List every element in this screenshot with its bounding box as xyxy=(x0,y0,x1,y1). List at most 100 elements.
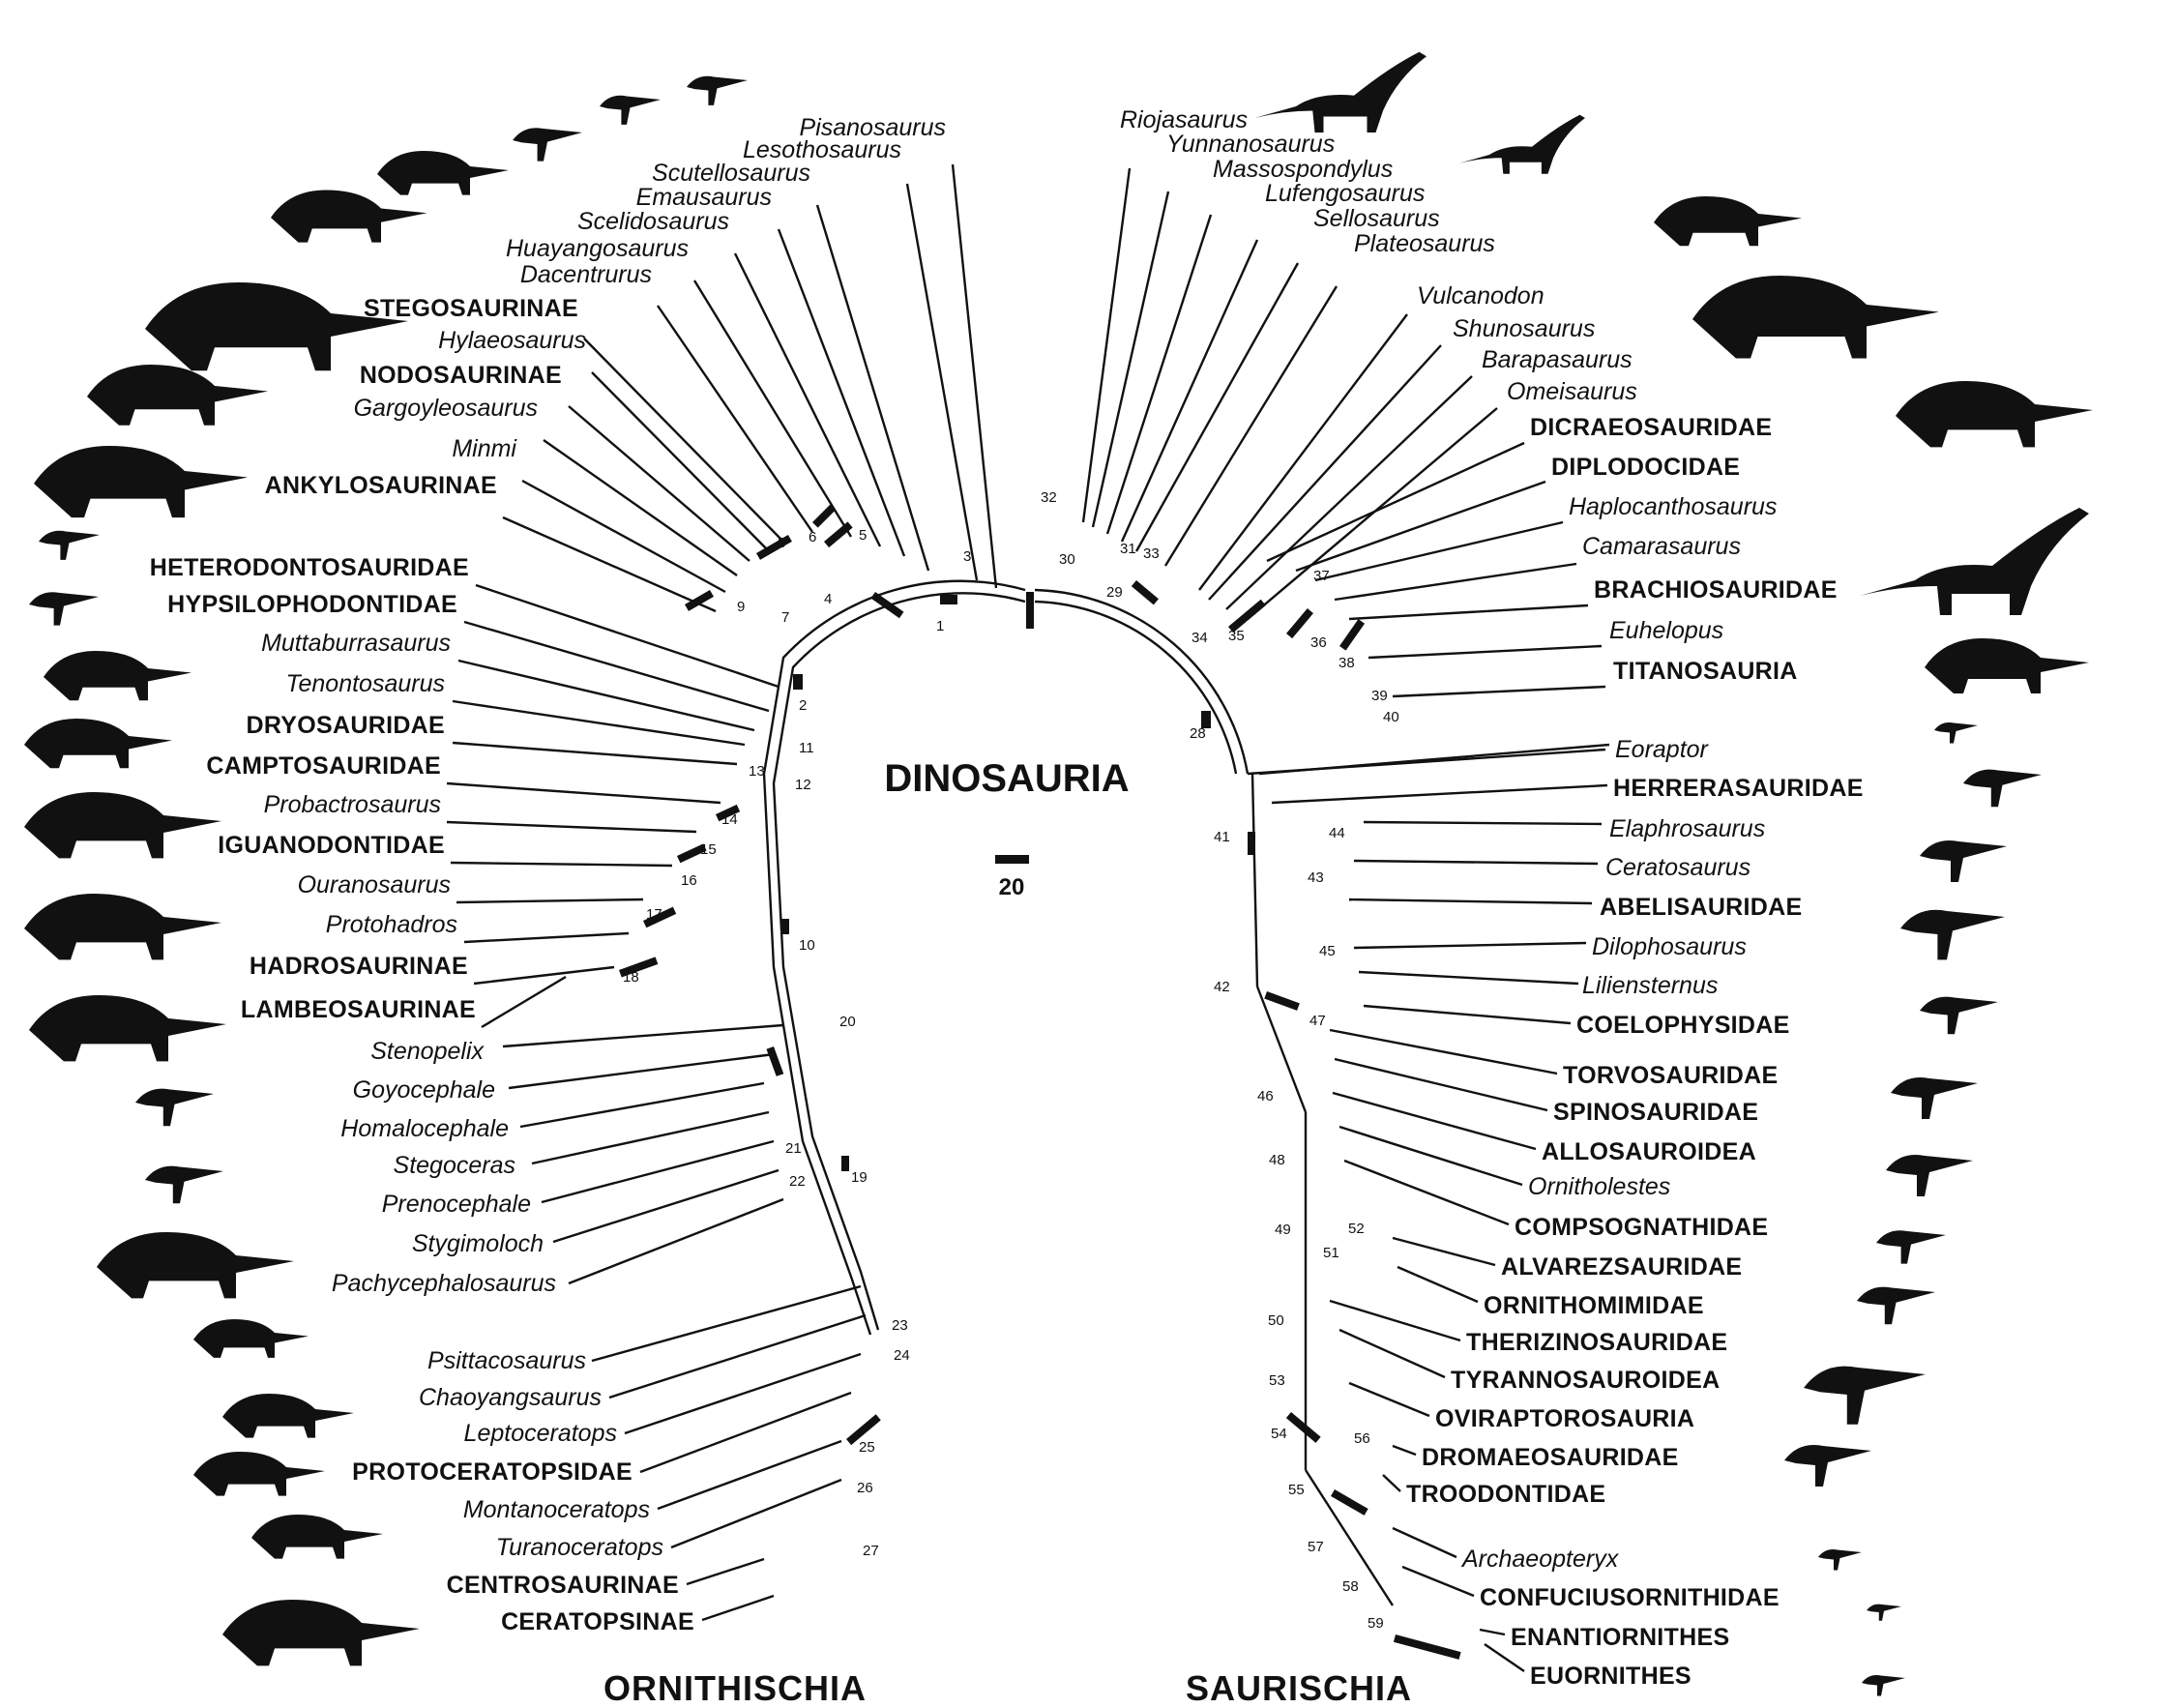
terminal-branch xyxy=(1339,1125,1523,1187)
node-number: 1 xyxy=(936,618,944,634)
stem-branch xyxy=(1255,986,1308,1113)
node-number: 58 xyxy=(1342,1578,1359,1595)
taxon-label: Barapasaurus xyxy=(1482,346,1633,373)
taxon-label: Hylaeosaurus xyxy=(438,327,586,354)
internode-bar xyxy=(1264,991,1300,1011)
node-number: 5 xyxy=(859,527,867,544)
node-number: 57 xyxy=(1308,1539,1324,1555)
scale-bar-label: 20 xyxy=(999,874,1025,900)
taxon-label: ABELISAURIDAE xyxy=(1600,894,1802,921)
node-number: 45 xyxy=(1319,943,1336,959)
taxon-label: ALLOSAUROIDEA xyxy=(1542,1138,1756,1165)
node-number: 35 xyxy=(1228,628,1245,644)
stem-branch xyxy=(1247,748,1606,776)
taxon-label: STEGOSAURINAE xyxy=(364,295,578,322)
node-bar-1 xyxy=(940,595,957,604)
taxon-label: Ouranosaurus xyxy=(298,871,451,898)
theropod-silhouette xyxy=(1900,909,2005,960)
node-number: 43 xyxy=(1308,869,1324,886)
terminal-branch xyxy=(463,620,770,713)
internode-bar xyxy=(618,957,659,978)
terminal-branch xyxy=(1348,1381,1430,1418)
terminal-branch xyxy=(568,405,750,562)
node-number: 18 xyxy=(623,969,639,986)
internode-bar xyxy=(1331,1489,1368,1516)
taxon-label: EUORNITHES xyxy=(1530,1663,1692,1690)
pachycephalosaur-silhouette xyxy=(145,1165,223,1204)
taxon-label: DRYOSAURIDAE xyxy=(247,712,445,739)
terminal-branch xyxy=(591,1284,862,1363)
taxon-label: Liliensternus xyxy=(1582,972,1718,999)
taxon-label: Scutellosaurus xyxy=(652,160,810,187)
terminal-branch xyxy=(1392,1444,1417,1457)
taxon-label: Camarasaurus xyxy=(1582,533,1741,560)
taxon-label: Gargoyleosaurus xyxy=(354,395,538,422)
taxon-label: HADROSAURINAE xyxy=(250,953,468,980)
taxon-label: Sellosaurus xyxy=(1313,205,1440,232)
diplodocid-silhouette xyxy=(1692,276,1939,359)
taxon-label: Emausaurus xyxy=(636,184,772,211)
prosauropod-silhouette xyxy=(1254,51,1427,133)
node-number: 33 xyxy=(1143,545,1160,562)
terminal-branch xyxy=(456,898,644,904)
node-number: 8 xyxy=(778,535,785,551)
ouranosaur-silhouette xyxy=(24,894,221,960)
node-number: 3 xyxy=(963,548,971,565)
node-number: 9 xyxy=(737,599,745,615)
terminal-branch xyxy=(1339,1328,1446,1379)
internode-bar xyxy=(1285,1412,1321,1443)
root-bar xyxy=(1026,592,1034,629)
terminal-branch xyxy=(521,479,726,594)
terminal-branch xyxy=(475,583,780,689)
taxon-label: COELOPHYSIDAE xyxy=(1576,1012,1790,1039)
node-number: 20 xyxy=(839,1014,856,1030)
backbone xyxy=(762,579,1250,1336)
triceratops-silhouette xyxy=(222,1600,420,1666)
terminal-branch xyxy=(519,1081,765,1129)
node-number: 6 xyxy=(809,529,816,545)
ceratopsian-silhouette xyxy=(251,1515,383,1559)
taxon-label: Stygimoloch xyxy=(412,1230,544,1257)
node-number: 34 xyxy=(1191,630,1208,646)
node-number: 49 xyxy=(1275,1222,1291,1238)
stem-branch xyxy=(1304,1469,1395,1606)
stegosaur-silhouette xyxy=(145,282,408,371)
taxon-label: Scelidosaurus xyxy=(577,208,729,235)
taxon-label: Goyocephale xyxy=(353,1076,495,1104)
terminal-branch xyxy=(583,338,784,543)
node-number: 28 xyxy=(1190,725,1206,742)
node-number: 30 xyxy=(1059,551,1075,568)
ornithomimid-silhouette xyxy=(1857,1286,1935,1325)
internode-bar xyxy=(677,843,707,864)
sauropod-silhouette xyxy=(1896,381,2093,448)
node-bar-10 xyxy=(781,919,789,934)
taxon-label: Omeisaurus xyxy=(1507,378,1637,405)
taxon-label: DICRAEOSAURIDAE xyxy=(1530,414,1772,441)
terminal-branch xyxy=(473,965,615,986)
terminal-branch xyxy=(591,371,770,552)
iguanodont-silhouette xyxy=(24,792,221,859)
taxon-label: Pisanosaurus xyxy=(800,114,946,141)
terminal-branch xyxy=(463,931,630,944)
terminal-branch xyxy=(1271,783,1608,805)
taxon-label: Vulcanodon xyxy=(1417,282,1544,309)
node-number: 21 xyxy=(785,1140,802,1157)
terminal-branch xyxy=(1363,820,1603,826)
taxon-label: TROODONTIDAE xyxy=(1406,1481,1605,1508)
bird-silhouette xyxy=(1867,1604,1901,1621)
node-number: 46 xyxy=(1257,1088,1274,1104)
archaeopteryx-silhouette xyxy=(1818,1549,1862,1571)
node-number: 41 xyxy=(1214,829,1230,845)
taxon-label: PROTOCERATOPSIDAE xyxy=(352,1458,633,1486)
internode-bar xyxy=(812,504,837,528)
node-bar-28 xyxy=(1201,711,1211,728)
taxon-label: Riojasaurus xyxy=(1120,106,1248,133)
dromaeosaur-silhouette xyxy=(1784,1445,1871,1487)
internode-bar xyxy=(716,804,741,822)
taxon-label: Massospondylus xyxy=(1213,156,1393,183)
tyrannosaur-silhouette xyxy=(1804,1366,1926,1425)
node-number: 13 xyxy=(749,763,765,780)
terminal-branch xyxy=(1382,1474,1401,1492)
node-number: 27 xyxy=(863,1543,879,1559)
